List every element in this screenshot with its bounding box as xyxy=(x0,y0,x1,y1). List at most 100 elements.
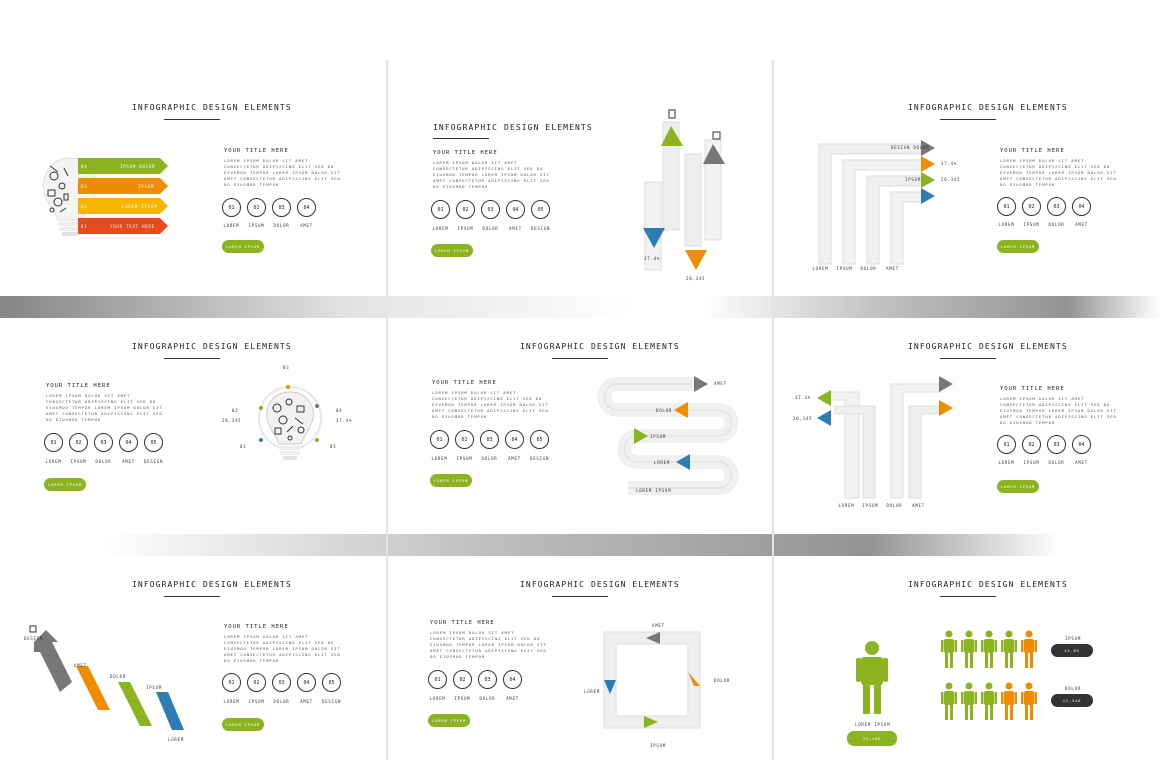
number-circle: 01 xyxy=(222,673,241,692)
person-icon xyxy=(1021,630,1037,668)
number-circle: 02 xyxy=(69,433,88,452)
lorem-ipsum-button[interactable]: LOREM IPSUM xyxy=(222,240,264,253)
title-rule xyxy=(940,119,996,120)
bulb-doodle-icon xyxy=(258,385,322,460)
lorem-ipsum-button[interactable]: LOREM IPSUM xyxy=(997,480,1039,493)
person-icon xyxy=(1021,682,1037,720)
person-icon xyxy=(961,630,977,668)
section-title: YOUR TITLE HERE xyxy=(1000,386,1065,392)
number-circle: 02 xyxy=(247,198,266,217)
slide-title: INFOGRAPHIC DESIGN ELEMENTS xyxy=(908,342,1068,351)
slide-1[interactable]: INFOGRAPHIC DESIGN ELEMENTS 04 IPSUM DOL… xyxy=(0,70,385,296)
bar-label: YOUR TEXT HERE xyxy=(110,224,155,229)
number-circle: 04 xyxy=(503,670,522,689)
slide-title: INFOGRAPHIC DESIGN ELEMENTS xyxy=(132,103,292,112)
lorem-ipsum-button[interactable]: LOREM IPSUM xyxy=(997,240,1039,253)
number-circles: 01 02 03 04 xyxy=(428,670,522,689)
cycle-label: DOLOR xyxy=(714,678,731,683)
slide-title: INFOGRAPHIC DESIGN ELEMENTS xyxy=(908,580,1068,589)
number-circle: 03 xyxy=(481,200,500,219)
lorem-ipsum-button[interactable]: LOREM IPSUM xyxy=(428,714,470,727)
number-circle: 02 xyxy=(453,670,472,689)
title-rule xyxy=(940,358,996,359)
bar-number: 03 xyxy=(81,184,88,189)
slide-9[interactable]: INFOGRAPHIC DESIGN ELEMENTS LOREM IPSUM … xyxy=(775,556,1160,772)
slide-6[interactable]: INFOGRAPHIC DESIGN ELEMENTS 37.4% 20,345… xyxy=(775,318,1160,534)
section-title: YOUR TITLE HERE xyxy=(224,148,289,154)
number-circle: 05 xyxy=(531,200,550,219)
arrow-label: 37.4% xyxy=(941,161,958,166)
slide-4[interactable]: INFOGRAPHIC DESIGN ELEMENTS YOUR TITLE H… xyxy=(0,318,385,534)
number-circle: 03 xyxy=(1047,435,1066,454)
number-circle: 04 xyxy=(297,198,316,217)
lorem-ipsum-button[interactable]: LOREM IPSUM xyxy=(430,474,472,487)
number-circle: 01 xyxy=(997,197,1016,216)
slide-2[interactable]: INFOGRAPHIC DESIGN ELEMENTS YOUR TITLE H… xyxy=(388,70,771,296)
value-label: 37.4% xyxy=(795,395,812,400)
number-circle: 01 xyxy=(44,433,63,452)
slide-title: INFOGRAPHIC DESIGN ELEMENTS xyxy=(433,123,593,132)
path-label: LOREM IPSUM xyxy=(636,488,672,493)
slide-7[interactable]: INFOGRAPHIC DESIGN ELEMENTS DESIGN AMET … xyxy=(0,556,385,772)
separator-shadow xyxy=(100,534,1060,556)
number-circle: 04 xyxy=(119,433,138,452)
point-value: 20,345 xyxy=(222,418,242,423)
cycle-label: IPSUM xyxy=(650,743,667,748)
slide-5[interactable]: INFOGRAPHIC DESIGN ELEMENTS YOUR TITLE H… xyxy=(388,318,771,534)
up-arrows-graphic xyxy=(817,376,953,499)
number-circle: 05 xyxy=(322,673,341,692)
slide-8[interactable]: INFOGRAPHIC DESIGN ELEMENTS YOUR TITLE H… xyxy=(388,556,771,772)
lorem-ipsum-button[interactable]: LOREM IPSUM xyxy=(222,718,264,731)
bar-number: 02 xyxy=(81,204,88,209)
title-rule xyxy=(164,358,220,359)
number-circle: 02 xyxy=(456,200,475,219)
bar-label: LOREM IPSUM xyxy=(122,204,158,209)
point-number: 05 xyxy=(330,444,337,449)
value-label: 20,345 xyxy=(793,416,813,421)
slide-title: INFOGRAPHIC DESIGN ELEMENTS xyxy=(520,580,680,589)
slide-title: INFOGRAPHIC DESIGN ELEMENTS xyxy=(132,342,292,351)
row-label: DOLOR xyxy=(1065,686,1082,691)
large-person-icon xyxy=(856,641,888,714)
value-pill: 25,480 xyxy=(847,731,897,746)
number-circle: 05 xyxy=(530,430,549,449)
number-circle: 04 xyxy=(506,200,525,219)
number-circle: 01 xyxy=(430,430,449,449)
point-number: 01 xyxy=(240,444,247,449)
number-circles: 01 02 03 04 xyxy=(997,435,1091,454)
number-circle: 02 xyxy=(455,430,474,449)
point-number: 04 xyxy=(336,408,343,413)
row-label: IPSUM xyxy=(1065,636,1082,641)
slide-3[interactable]: INFOGRAPHIC DESIGN ELEMENTS DESIGN DOLOR… xyxy=(775,70,1160,296)
number-circle: 01 xyxy=(431,200,450,219)
section-title: YOUR TITLE HERE xyxy=(433,150,498,156)
number-circle: 04 xyxy=(505,430,524,449)
lorem-ipsum-button[interactable]: LOREM IPSUM xyxy=(431,244,473,257)
arrow-label: DESIGN DOLOR xyxy=(891,145,930,150)
number-circle: 03 xyxy=(272,198,291,217)
number-circle: 02 xyxy=(1022,197,1041,216)
zigzag-arrows-graphic xyxy=(643,109,725,271)
lorem-ipsum-button[interactable]: LOREM IPSUM xyxy=(44,478,86,491)
value-label: 20,345 xyxy=(686,276,706,281)
option-bars xyxy=(78,158,168,234)
section-title: YOUR TITLE HERE xyxy=(224,624,289,630)
number-circle: 01 xyxy=(222,198,241,217)
divider xyxy=(386,60,388,760)
cycle-label: AMET xyxy=(652,623,665,628)
separator-shadow xyxy=(0,296,640,318)
separator-shadow xyxy=(700,296,1160,318)
number-circles: 01 02 03 04 05 xyxy=(430,430,549,449)
number-circles: 01 02 03 04 xyxy=(997,197,1091,216)
number-circles: 01 02 03 04 05 xyxy=(44,433,163,452)
person-icon xyxy=(941,630,957,668)
